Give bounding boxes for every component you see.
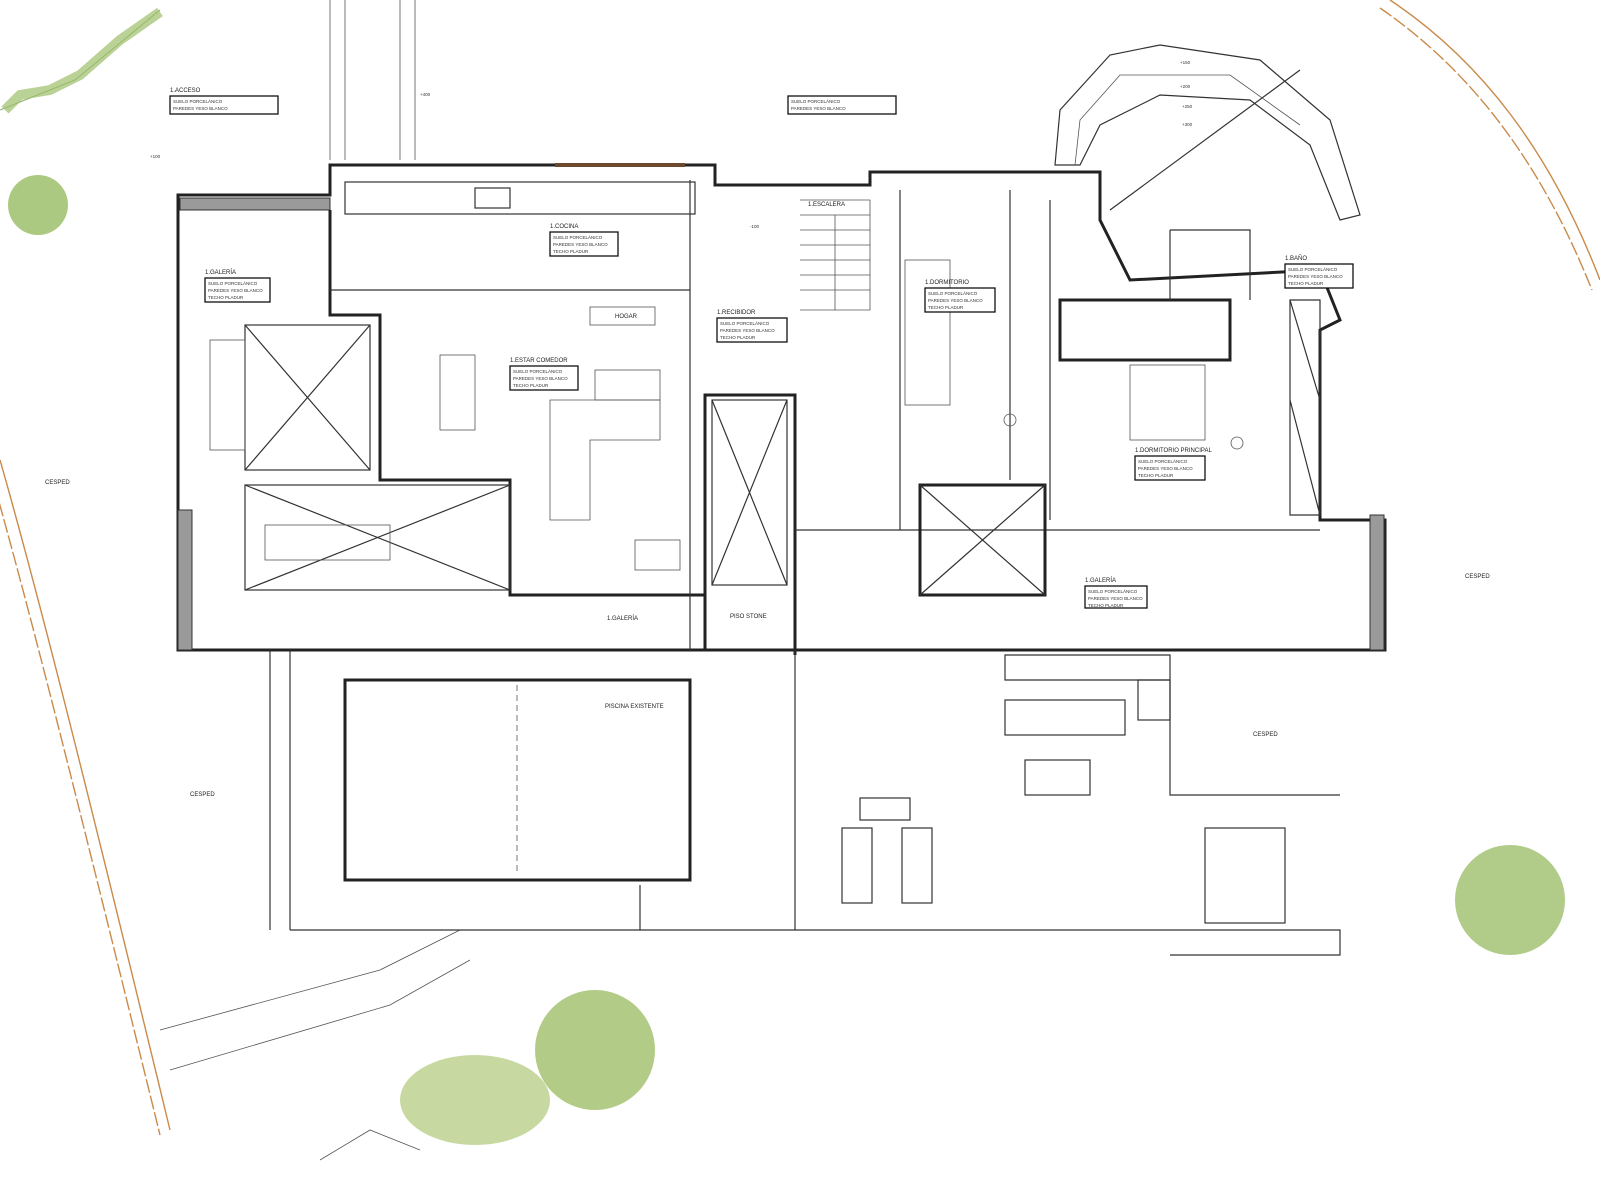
svg-text:PAREDES YESO BLANCO: PAREDES YESO BLANCO xyxy=(513,376,568,381)
svg-text:+100: +100 xyxy=(150,154,161,159)
svg-text:SUELO PORCELÁNICO: SUELO PORCELÁNICO xyxy=(208,280,258,286)
label-cesped-west: CESPED xyxy=(45,480,70,486)
svg-text:+250: +250 xyxy=(1182,104,1193,109)
label-acceso: 1.ACCESO xyxy=(170,88,201,94)
finish-box: SUELO PORCELÁNICO PAREDES YESO BLANCO TECH… xyxy=(204,277,271,303)
svg-text:+300: +300 xyxy=(1182,122,1193,127)
svg-text:TECHO PLADUR: TECHO PLADUR xyxy=(1138,473,1174,478)
label-escalera: 1.ESCALERA xyxy=(808,202,845,208)
site-lines xyxy=(159,0,471,1161)
svg-text:PAREDES YESO BLANCO: PAREDES YESO BLANCO xyxy=(720,328,775,333)
terraced-planter xyxy=(1054,44,1361,221)
svg-text:SUELO PORCELÁNICO: SUELO PORCELÁNICO xyxy=(928,290,978,296)
room-labels: 1.ACCESO 1.GALERÍA 1.COCINA 1.ESTAR COME… xyxy=(45,88,1490,798)
pool xyxy=(269,650,1341,956)
patio-void xyxy=(244,324,788,591)
tree-icon xyxy=(535,990,655,1110)
svg-text:PAREDES YESO BLANCO: PAREDES YESO BLANCO xyxy=(1088,596,1143,601)
svg-text:+200: +200 xyxy=(1180,84,1191,89)
svg-text:PAREDES YESO BLANCO: PAREDES YESO BLANCO xyxy=(1288,274,1343,279)
tree-icon xyxy=(1,7,163,114)
svg-text:TECHO PLADUR: TECHO PLADUR xyxy=(1088,603,1124,608)
tree-icon xyxy=(400,1055,550,1145)
svg-text:TECHO PLADUR: TECHO PLADUR xyxy=(928,305,964,310)
svg-text:+400: +400 xyxy=(420,92,431,97)
finish-box: SUELO PORCELÁNICO PAREDES YESO BLANCO TECH… xyxy=(1084,585,1148,609)
label-cesped-east: CESPED xyxy=(1465,574,1490,580)
label-estar-comedor: 1.ESTAR COMEDOR xyxy=(510,358,568,364)
svg-text:+150: +150 xyxy=(1180,60,1191,65)
tree-icon xyxy=(8,175,68,235)
level-marks: +100 +150 +200 +250 +300 -100 +400 xyxy=(150,60,1193,229)
tree-icon xyxy=(1455,845,1565,955)
svg-text:PAREDES YESO BLANCO: PAREDES YESO BLANCO xyxy=(173,106,228,111)
furniture xyxy=(209,199,1244,571)
svg-text:PAREDES YESO BLANCO: PAREDES YESO BLANCO xyxy=(208,288,263,293)
finish-box: SUELO PORCELÁNICO PAREDES YESO BLANCO xyxy=(169,95,279,115)
kitchen-counter xyxy=(344,163,696,215)
svg-text:TECHO PLADUR: TECHO PLADUR xyxy=(720,335,756,340)
finish-box: SUELO PORCELÁNICO PAREDES YESO BLANCO TECH… xyxy=(509,365,579,391)
finish-box: SUELO PORCELÁNICO PAREDES YESO BLANCO TECH… xyxy=(716,317,788,343)
svg-text:SUELO PORCELÁNICO: SUELO PORCELÁNICO xyxy=(720,320,770,326)
label-piso-stone: PISO STONE xyxy=(730,614,767,620)
svg-text:TECHO PLADUR: TECHO PLADUR xyxy=(1288,281,1324,286)
svg-text:PAREDES YESO BLANCO: PAREDES YESO BLANCO xyxy=(553,242,608,247)
label-bano: 1.BAÑO xyxy=(1285,255,1307,262)
svg-text:PAREDES YESO BLANCO: PAREDES YESO BLANCO xyxy=(1138,466,1193,471)
finish-box: SUELO PORCELÁNICO PAREDES YESO BLANCO TECH… xyxy=(924,287,996,313)
svg-text:SUELO PORCELÁNICO: SUELO PORCELÁNICO xyxy=(1138,458,1188,464)
building-walls xyxy=(176,163,1387,655)
svg-text:SUELO PORCELÁNICO: SUELO PORCELÁNICO xyxy=(1088,588,1138,594)
finish-box: SUELO PORCELÁNICO PAREDES YESO BLANCO TECH… xyxy=(1134,455,1206,481)
label-dormitorio: 1.DORMITORIO xyxy=(925,280,969,286)
svg-text:-100: -100 xyxy=(750,224,760,229)
label-hogar: HOGAR xyxy=(615,314,638,320)
svg-text:SUELO PORCELÁNICO: SUELO PORCELÁNICO xyxy=(553,234,603,240)
hedge-east xyxy=(1379,0,1600,291)
svg-text:PAREDES YESO BLANCO: PAREDES YESO BLANCO xyxy=(928,298,983,303)
label-cesped-southeast: CESPED xyxy=(1253,732,1278,738)
svg-text:TECHO PLADUR: TECHO PLADUR xyxy=(513,383,549,388)
label-galeria-west: 1.GALERÍA xyxy=(205,269,236,276)
finish-box: SUELO PORCELÁNICO PAREDES YESO BLANCO xyxy=(787,95,897,115)
label-galeria-south: 1.GALERÍA xyxy=(607,615,638,622)
svg-text:TECHO PLADUR: TECHO PLADUR xyxy=(553,249,589,254)
svg-text:SUELO PORCELÁNICO: SUELO PORCELÁNICO xyxy=(1288,266,1338,272)
label-dormitorio-principal: 1.DORMITORIO PRINCIPAL xyxy=(1135,448,1212,454)
label-cesped-southwest: CESPED xyxy=(190,792,215,798)
finish-box: SUELO PORCELÁNICO PAREDES YESO BLANCO TECH… xyxy=(549,231,619,257)
svg-text:TECHO PLADUR: TECHO PLADUR xyxy=(208,295,244,300)
label-galeria-east: 1.GALERÍA xyxy=(1085,577,1116,584)
label-recibidor: 1.RECIBIDOR xyxy=(717,310,756,316)
svg-text:PAREDES YESO BLANCO: PAREDES YESO BLANCO xyxy=(791,106,846,111)
finish-box: SUELO PORCELÁNICO PAREDES YESO BLANCO TECH… xyxy=(1284,263,1354,289)
svg-text:SUELO PORCELÁNICO: SUELO PORCELÁNICO xyxy=(791,98,841,104)
svg-text:SUELO PORCELÁNICO: SUELO PORCELÁNICO xyxy=(513,368,563,374)
label-cocina: 1.COCINA xyxy=(550,224,578,230)
label-piscina: PISCINA EXISTENTE xyxy=(605,704,664,710)
svg-text:SUELO PORCELÁNICO: SUELO PORCELÁNICO xyxy=(173,98,223,104)
